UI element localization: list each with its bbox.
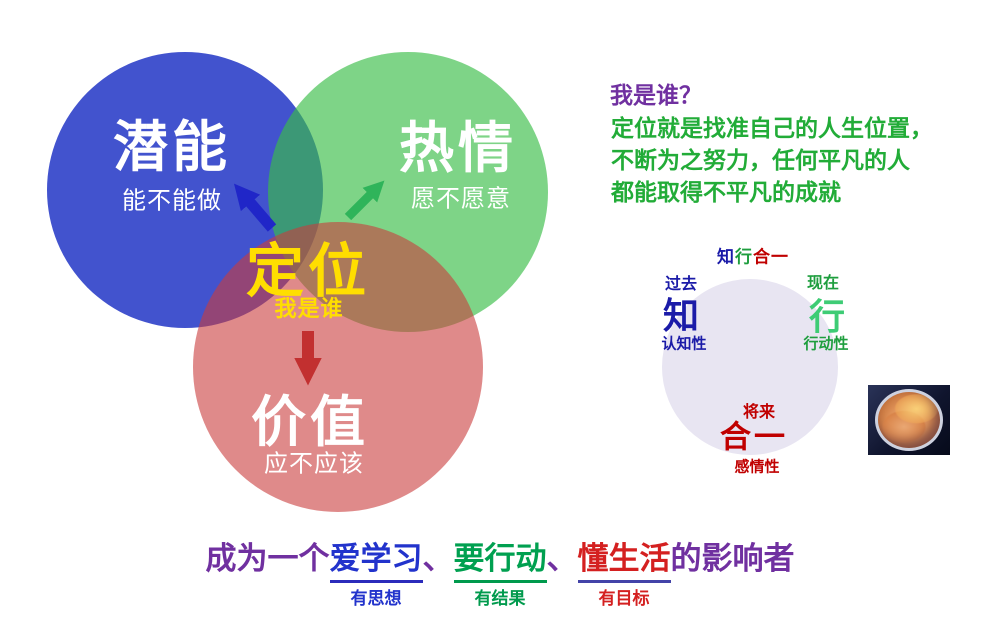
unity-title: 知行合一 — [717, 243, 789, 268]
slogan-comma-2: 、 — [546, 541, 578, 576]
slogan-note-has-results: 有结果 — [474, 589, 526, 608]
slogan-phrase-understand-life: 懂生活有目标 — [577, 533, 671, 608]
paragraph-line-1: 定位就是找准自己的人生位置， — [611, 115, 933, 141]
slogan: 成为一个爱学习有思想、要行动有结果、懂生活有目标的影响者 — [0, 533, 1000, 608]
act-nature-label: 行动性 — [803, 335, 849, 353]
act-time-label: 现在 — [806, 275, 840, 292]
unite-nature-label: 感情性 — [734, 458, 780, 476]
venn-circle-value — [193, 222, 483, 512]
unite-chars: 合一 — [720, 419, 788, 455]
unity-title-know: 知 — [717, 247, 735, 267]
slogan-comma-1: 、 — [422, 541, 454, 576]
potential-sublabel: 能不能做 — [122, 187, 222, 215]
passion-sublabel: 愿不愿意 — [411, 185, 511, 213]
who-am-i-question: 我是谁？ — [610, 82, 702, 108]
passion-label: 热情 — [398, 117, 518, 179]
know-time-label: 过去 — [664, 276, 698, 293]
positioning-label: 定位 — [245, 239, 371, 304]
slogan-note-has-thoughts: 有思想 — [350, 589, 402, 608]
slogan-note-has-goals: 有目标 — [598, 589, 650, 608]
slogan-phrase-understand-life-text: 懂生活 — [577, 541, 671, 576]
act-char: 行 — [808, 296, 846, 337]
know-nature-label: 认知性 — [661, 335, 707, 353]
embryo-cell-icon — [875, 389, 943, 451]
potential-label: 潜能 — [112, 116, 232, 178]
know-char: 知 — [662, 295, 700, 336]
slogan-phrase-take-action: 要行动有结果 — [453, 533, 547, 608]
unity-background-circle — [662, 279, 838, 455]
slogan-phrase-love-learning: 爱学习有思想 — [329, 533, 423, 608]
unity-title-unite: 合一 — [753, 247, 789, 267]
slogan-suffix: 的影响者 — [670, 541, 795, 576]
paragraph-line-2: 不断为之努力，任何平凡的人 — [611, 147, 910, 173]
positioning-paragraph: 定位就是找准自己的人生位置， 不断为之努力，任何平凡的人 都能取得不平凡的成就 — [611, 112, 933, 208]
value-sublabel: 应不应该 — [264, 450, 364, 478]
value-label: 价值 — [250, 391, 370, 453]
unite-time-label: 将来 — [742, 404, 776, 421]
paragraph-line-3: 都能取得不平凡的成就 — [611, 179, 841, 205]
slogan-phrase-take-action-text: 要行动 — [453, 541, 547, 576]
embryo-cell-image — [868, 385, 950, 455]
positioning-sublabel: 我是谁 — [274, 296, 344, 321]
slogan-prefix: 成为一个 — [205, 541, 330, 576]
slogan-phrase-love-learning-text: 爱学习 — [329, 541, 423, 576]
unity-title-act: 行 — [735, 247, 753, 267]
